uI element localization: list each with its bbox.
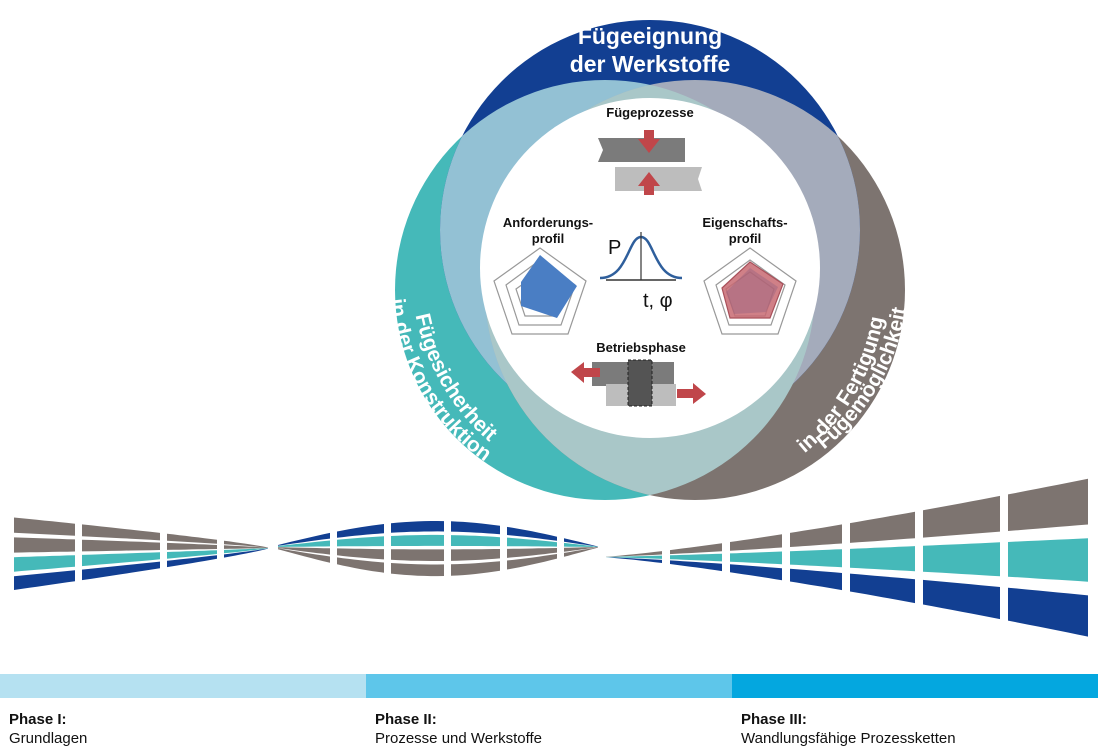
wave-tile (790, 568, 842, 591)
wave-tile (850, 511, 915, 543)
wave-tile (507, 554, 557, 570)
wave-tile (451, 549, 500, 561)
anforderung-label-line2: profil (532, 231, 565, 246)
circle-top-label-line1: Fügeeignung (578, 23, 722, 49)
wave-tile (14, 537, 75, 553)
wave-tile (337, 548, 384, 560)
distribution-graph-icon (599, 232, 683, 281)
wave-tile (14, 517, 75, 536)
wave-tile (507, 526, 557, 541)
wave-tile (451, 521, 500, 535)
wave-tile (564, 547, 598, 557)
phase-1-subtitle: Grundlagen (9, 730, 88, 747)
wave-tile (1008, 587, 1088, 637)
phase-1-label: Phase I: Grundlagen (9, 710, 87, 748)
wave-tile (564, 542, 598, 547)
wave-tile (606, 551, 662, 557)
phase-3-subtitle: Wandlungsfähige Prozessketten (741, 730, 956, 747)
wave-tile (224, 545, 268, 549)
wave-tile (923, 542, 1000, 577)
wave-tile (337, 557, 384, 573)
phase-3-label: Phase III: Wandlungsfähige Prozessketten (741, 710, 956, 748)
wave-tile (923, 579, 1000, 620)
wave-ribbon-graphic (14, 478, 1088, 637)
wave-tile (507, 537, 557, 547)
phase-3-bar (732, 674, 1098, 698)
phase-1-bar (0, 674, 366, 698)
wave-tile (1008, 478, 1088, 531)
wave-tile (1008, 538, 1088, 582)
wave-tile (167, 533, 217, 544)
wave-tile (391, 563, 444, 577)
wave-tile (730, 534, 782, 551)
graph-x-label: t, φ (643, 290, 673, 312)
wave-tile (451, 535, 500, 547)
wave-tile (14, 555, 75, 572)
operation-phase-icon (571, 359, 706, 407)
property-radar-icon (703, 247, 797, 335)
wave-tile (564, 547, 598, 552)
wave-tile (82, 539, 160, 552)
wave-tile (167, 542, 217, 550)
wave-tile (790, 549, 842, 568)
phase-2-title: Phase II: (375, 711, 437, 728)
wave-tile (923, 495, 1000, 538)
wave-tile (278, 532, 330, 546)
anforderung-label-line1: Anforderungs- (503, 215, 593, 230)
wave-tile (790, 524, 842, 547)
wave-tile (224, 548, 268, 554)
requirement-radar-icon (493, 247, 587, 335)
wave-tile (730, 564, 782, 581)
wave-tile (391, 534, 444, 546)
wave-tile (564, 538, 598, 547)
wave-tile (730, 551, 782, 565)
eigenschaft-label-line2: profil (729, 231, 762, 246)
graph-y-label: P (608, 237, 621, 259)
wave-tile (850, 546, 915, 572)
wave-tile (670, 560, 722, 572)
wave-tile (606, 557, 662, 563)
wave-tile (850, 573, 915, 604)
wave-tile (224, 548, 268, 558)
phase-3-title: Phase III: (741, 711, 807, 728)
wave-tile (14, 570, 75, 590)
wave-tile (167, 555, 217, 568)
wave-tile (507, 548, 557, 558)
venn-rings (395, 20, 905, 500)
wave-tile (278, 540, 330, 547)
wave-tile (167, 550, 217, 559)
fuegeprozesse-label: Fügeprozesse (606, 105, 693, 120)
wave-tile (278, 548, 330, 563)
wave-tile (391, 549, 444, 561)
phase-2-subtitle: Prozesse und Werkstoffe (375, 730, 543, 747)
center-disc (480, 98, 820, 438)
phase-1-title: Phase I: (9, 711, 67, 728)
wave-tile (224, 540, 268, 548)
wave-tile (337, 536, 384, 547)
wave-tile (391, 521, 444, 533)
wave-tile (451, 561, 500, 576)
joining-process-icon (598, 130, 702, 195)
wave-tile (337, 524, 384, 538)
wave-tile (82, 552, 160, 567)
wave-tile (670, 553, 722, 562)
wave-tile (606, 555, 662, 559)
wave-tile (82, 561, 160, 581)
phase-2-label: Phase II: Prozesse und Werkstoffe (375, 710, 542, 748)
wave-tile (670, 543, 722, 555)
wave-tile (278, 547, 330, 555)
phase-2-bar (366, 674, 732, 698)
circle-top-label-line2: der Werkstoffe (570, 51, 731, 77)
eigenschaft-label-line1: Eigenschafts- (702, 215, 787, 230)
betriebsphase-label: Betriebsphase (596, 340, 686, 355)
wave-tile (82, 524, 160, 541)
